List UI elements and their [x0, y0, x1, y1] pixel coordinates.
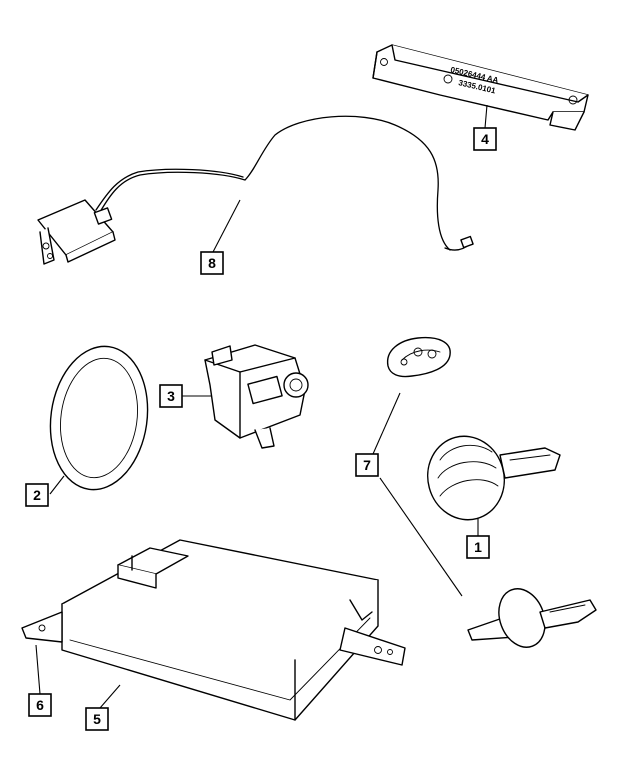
callout-label-5: 5 [93, 711, 101, 727]
callout-1: 1 [466, 535, 490, 559]
callout-2: 2 [25, 483, 49, 507]
callout-label-3: 3 [167, 388, 175, 404]
leader-line-8 [212, 199, 241, 253]
ignition-switch-part [204, 344, 309, 449]
control-module-part [21, 539, 406, 721]
leader-line-2 [49, 475, 65, 495]
key-fob-small-part [386, 336, 451, 378]
leader-line-4 [484, 104, 488, 129]
callout-4: 4 [473, 127, 497, 151]
callout-label-1: 1 [474, 539, 482, 555]
receiver-module-part: 05026444 AA 3335.0101 [372, 44, 589, 131]
callout-6: 6 [28, 693, 52, 717]
callout-8: 8 [200, 251, 224, 275]
key-blade-part [467, 588, 597, 648]
gasket-ring-part [49, 345, 149, 491]
leader-line-6 [35, 644, 41, 695]
callout-label-8: 8 [208, 255, 216, 271]
callout-7: 7 [355, 453, 379, 477]
leader-line-5 [99, 684, 121, 709]
key-fob-part [427, 435, 561, 521]
callout-3: 3 [159, 384, 183, 408]
antenna-cable-part [37, 115, 474, 265]
leader-line-7b [379, 477, 463, 597]
callout-label-2: 2 [33, 487, 41, 503]
leader-line-7a [372, 392, 401, 455]
callout-5: 5 [85, 707, 109, 731]
callout-label-4: 4 [481, 131, 489, 147]
callout-label-6: 6 [36, 697, 44, 713]
callout-label-7: 7 [363, 457, 371, 473]
